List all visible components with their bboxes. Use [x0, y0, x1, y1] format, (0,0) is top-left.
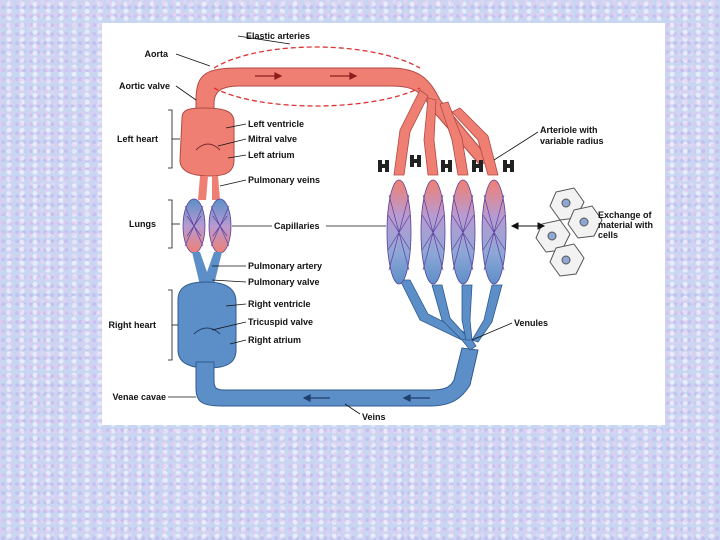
- capillary-bed-2: [420, 179, 446, 285]
- exchange-arrow: [510, 222, 546, 230]
- label-left-atrium: Left atrium: [248, 150, 295, 160]
- label-arteriole-line2: variable radius: [540, 136, 604, 146]
- capillary-bed-4: [481, 179, 507, 285]
- label-right-ventricle: Right ventricle: [248, 299, 311, 309]
- label-capillaries: Capillaries: [274, 221, 320, 231]
- tissue-cells: [535, 187, 603, 277]
- label-left-heart: Left heart: [117, 134, 158, 144]
- label-elastic-arteries: Elastic arteries: [246, 31, 310, 41]
- elastic-artery-expansion: [213, 46, 421, 107]
- label-tricuspid-valve: Tricuspid valve: [248, 317, 313, 327]
- label-lungs: Lungs: [129, 219, 156, 229]
- flow-arrows-arterial: [255, 72, 358, 80]
- label-venules: Venules: [514, 318, 548, 328]
- pulmonary-artery: [192, 252, 222, 285]
- flow-arrows-venous: [302, 394, 430, 402]
- leader-lines: [168, 35, 539, 415]
- label-veins: Veins: [362, 412, 386, 422]
- label-pulmonary-artery: Pulmonary artery: [248, 261, 322, 271]
- label-aortic-valve: Aortic valve: [119, 81, 170, 91]
- arterial-branches: [393, 89, 499, 176]
- right-heart: [177, 281, 237, 369]
- venule-branches: [399, 279, 503, 351]
- label-right-atrium: Right atrium: [248, 335, 301, 345]
- arteriole-clamps: [378, 155, 514, 172]
- label-right-heart: Right heart: [108, 320, 156, 330]
- label-arteriole-line1: Arteriole with: [540, 125, 598, 135]
- venae-cavae: [195, 347, 479, 407]
- label-exchange-line1: Exchange of: [598, 210, 653, 220]
- label-pulmonary-valve: Pulmonary valve: [248, 277, 320, 287]
- lungs: [182, 198, 232, 254]
- left-heart: [179, 107, 235, 200]
- label-aorta: Aorta: [144, 49, 168, 59]
- label-pulmonary-veins: Pulmonary veins: [248, 175, 320, 185]
- capillary-bed-1: [386, 179, 412, 285]
- label-exchange-line2: material with: [598, 220, 653, 230]
- label-venae-cavae: Venae cavae: [112, 392, 166, 402]
- capillary-bed-3: [450, 179, 476, 285]
- label-exchange-line3: cells: [598, 230, 618, 240]
- label-mitral-valve: Mitral valve: [248, 134, 297, 144]
- label-left-ventricle: Left ventricle: [248, 119, 304, 129]
